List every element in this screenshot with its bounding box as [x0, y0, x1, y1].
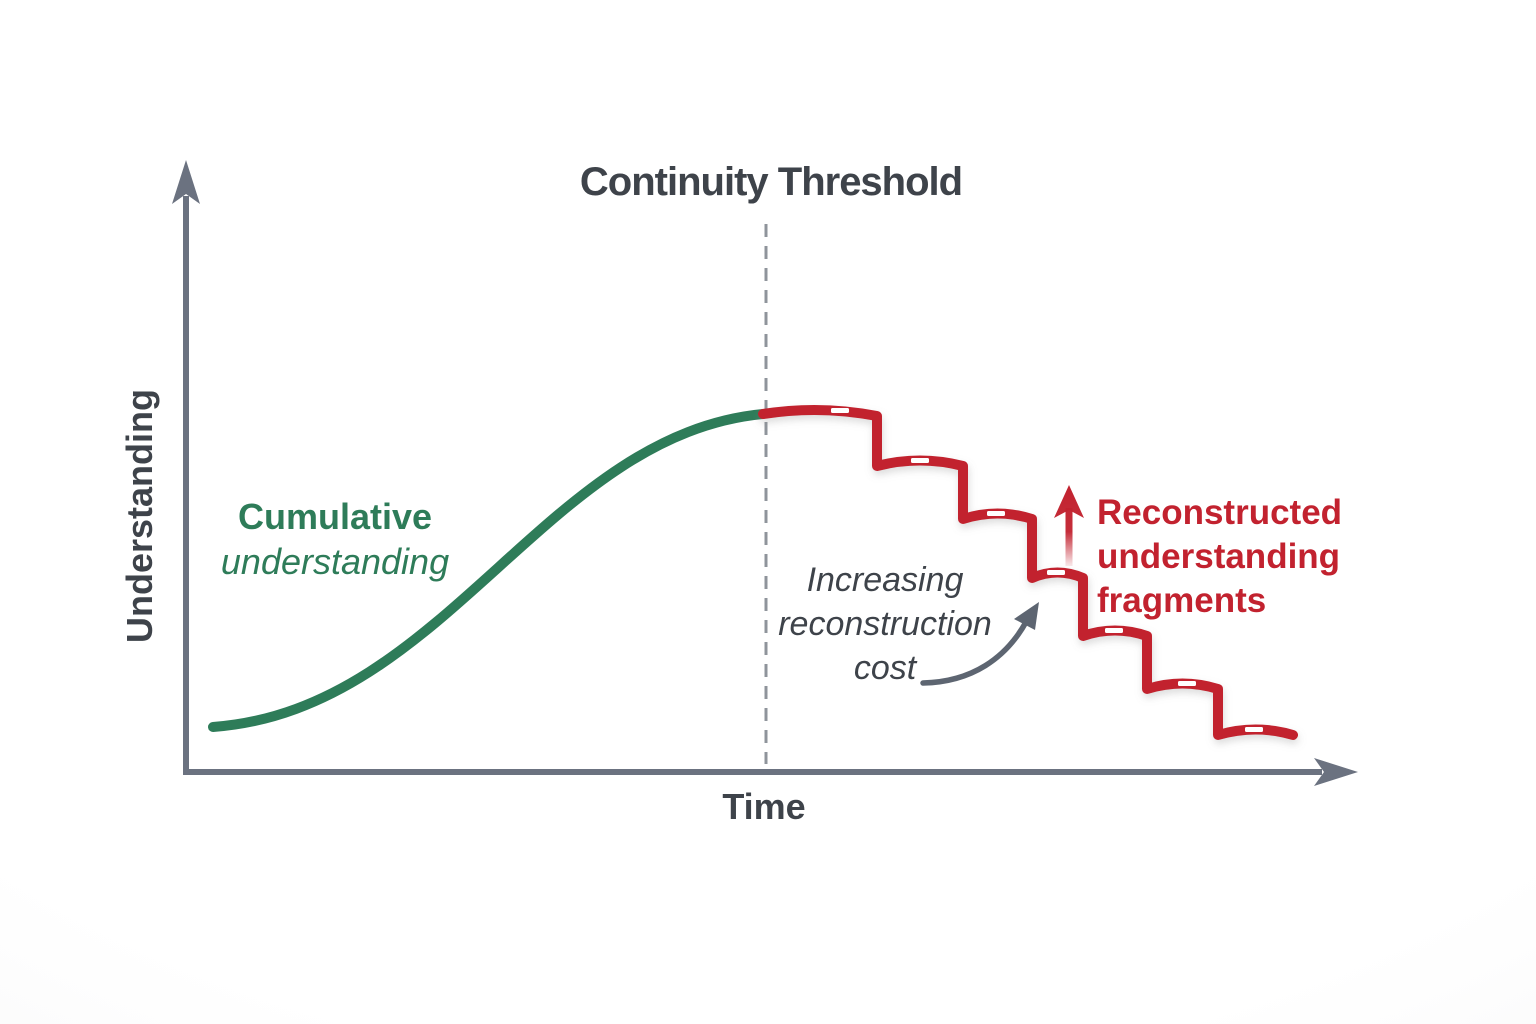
red-up-arrow-head [1054, 485, 1084, 518]
cost-arrow-head [1014, 602, 1039, 630]
chart-title: Continuity Threshold [579, 160, 963, 204]
fragment-gap-marker [1178, 681, 1196, 686]
cumulative-understanding-label: Cumulative understanding [185, 494, 485, 584]
cost-label-line-2: reconstruction [778, 605, 992, 643]
cumulative-label-line-2: understanding [220, 541, 450, 582]
fragment-gap-marker [987, 511, 1005, 516]
x-axis-arrowhead [1314, 758, 1358, 786]
y-axis-label: Understanding [119, 389, 160, 644]
reconstruction-cost-label: Increasing reconstruction cost [735, 558, 1035, 690]
fragments-label-line-3: fragments [1097, 581, 1267, 620]
cost-arrow-curve [920, 619, 1029, 686]
fragments-label: Reconstructed understanding fragments [1097, 491, 1427, 623]
cost-label-line-3: cost [853, 649, 917, 687]
fragment-gap-marker [1245, 727, 1263, 732]
red-up-arrow-shaft [1065, 508, 1073, 566]
fragment-gap-marker [1047, 570, 1065, 575]
fragment-gap-marker [831, 408, 849, 413]
cumulative-label-line-1: Cumulative [237, 496, 433, 537]
fragments-label-line-2: understanding [1097, 537, 1341, 576]
fragments-label-line-1: Reconstructed [1097, 493, 1343, 532]
y-axis-arrowhead [172, 160, 200, 204]
x-axis-label: Time [722, 786, 806, 827]
fragment-gap-marker [1105, 628, 1123, 633]
cumulative-curve [208, 409, 768, 732]
cost-label-line-1: Increasing [806, 561, 964, 599]
fragment-gap-marker [911, 458, 929, 463]
